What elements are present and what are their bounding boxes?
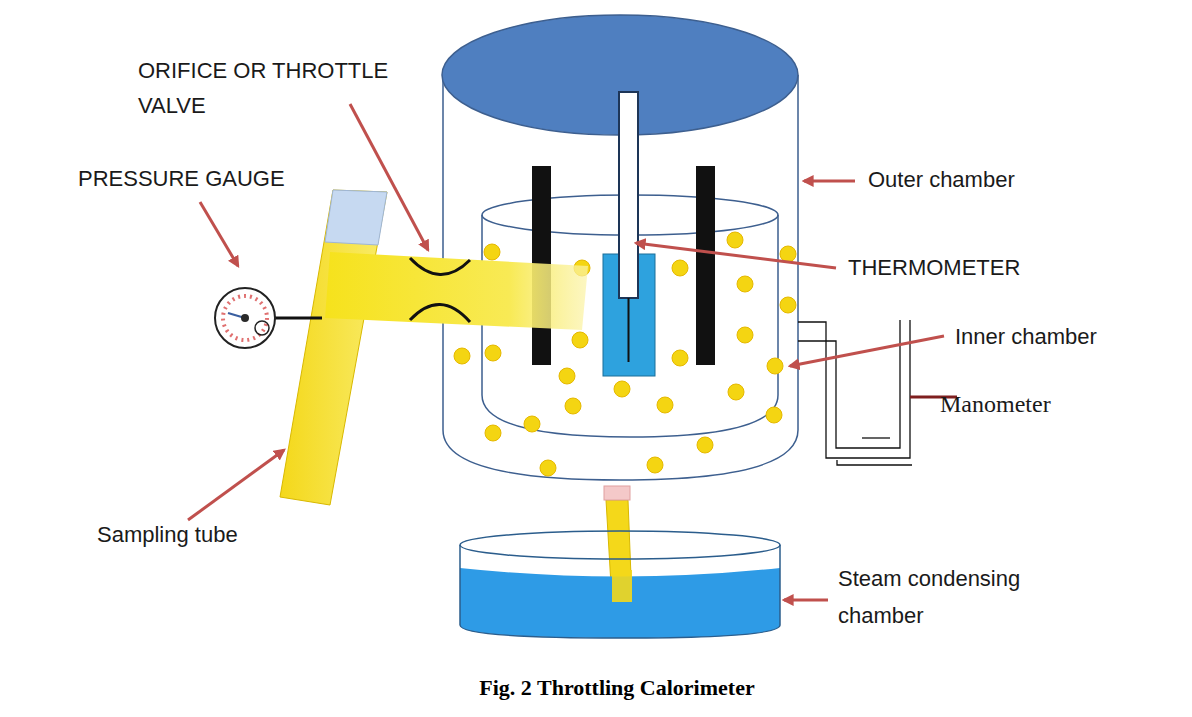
part-label: Inner chamber: [955, 323, 1097, 351]
leader-arrows: [188, 104, 944, 600]
thermometer-symbol: [603, 92, 655, 376]
part-label: Outer chamber: [868, 166, 1015, 194]
manometer-tube: [798, 320, 912, 465]
part-label: Manometer: [940, 390, 1051, 418]
part-label: THERMOMETER: [848, 254, 1020, 282]
steam-pipe: [325, 252, 588, 330]
pressure-gauge: [215, 288, 322, 348]
sampling-tube: [280, 190, 387, 505]
part-label: Steam condensing chamber: [838, 560, 1076, 634]
support-rod: [696, 166, 715, 365]
part-label: PRESSURE GAUGE: [78, 165, 285, 193]
figure-caption: Fig. 2 Throttling Calorimeter: [317, 674, 917, 702]
outer-chamber: [442, 15, 798, 480]
part-label: ORIFICE OR THROTTLE VALVE: [138, 53, 410, 123]
condensing-chamber: [460, 531, 780, 638]
part-label: Sampling tube: [97, 521, 238, 549]
